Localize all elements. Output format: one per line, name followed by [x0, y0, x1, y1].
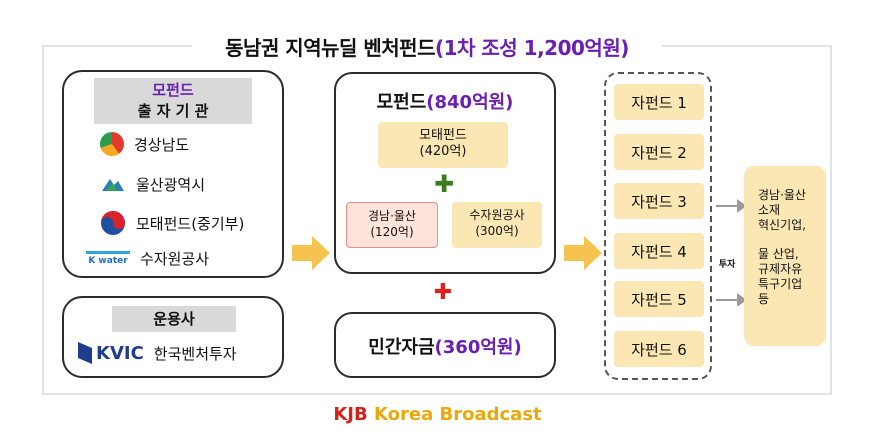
water-contribution-box: 수자원공사 (300억)	[452, 202, 542, 248]
target-line: 규제자유	[758, 262, 803, 276]
sub-fund-box: 자펀드 5	[614, 281, 704, 317]
investors-header-line1: 모펀드	[152, 81, 194, 99]
flow-arrow-icon	[564, 236, 602, 270]
investor-item: K water 수자원공사	[86, 248, 209, 269]
sub-fund-box: 자펀드 4	[614, 233, 704, 269]
target-line: 혁신기업,	[758, 218, 806, 232]
mother-fund-title: 모펀드(840억원)	[376, 92, 514, 113]
title-highlight: (1차 조성 1,200억원)	[434, 36, 629, 60]
investor-label: 수자원공사	[140, 250, 210, 268]
gyeongnam-amount: (120억)	[370, 225, 414, 239]
operator-box: 운용사 KVIC 한국벤처투자	[62, 296, 284, 378]
motae-name: 모태펀드	[419, 128, 467, 143]
footer-rest: Korea Broadcast	[374, 404, 542, 425]
sub-fund-box: 자펀드 6	[614, 331, 704, 367]
investors-header: 모펀드 출 자 기 관	[94, 78, 252, 124]
target-line: 경남·울산	[758, 188, 806, 202]
mother-fund-box: 모펀드(840억원) 모태펀드 (420억) ✚ 경남·울산 (120억) 수자…	[334, 72, 556, 274]
sub-funds-container	[604, 72, 712, 380]
gyeongnam-logo-icon	[100, 132, 124, 156]
title-main: 동남권 지역뉴딜 벤처펀드	[225, 36, 435, 60]
investor-item: 모태펀드(중기부)	[100, 210, 244, 236]
footer-kjb: KJB	[333, 404, 368, 425]
plus-green-icon: ✚	[434, 170, 455, 198]
kwater-logo-icon: K water	[86, 251, 130, 266]
target-line: 소재	[758, 203, 781, 217]
target-line: 물 산업,	[758, 247, 799, 261]
investors-header-line2: 출 자 기 관	[137, 102, 209, 120]
sub-fund-box: 자펀드 3	[614, 183, 704, 219]
motae-fund-box: 모태펀드 (420억)	[378, 122, 508, 168]
invest-arrows-icon	[716, 199, 746, 306]
operator-row: KVIC 한국벤처투자	[78, 342, 237, 364]
target-line: 등	[758, 292, 770, 306]
investor-label: 울산광역시	[136, 175, 206, 194]
motae-amount: (420억)	[419, 144, 467, 159]
private-fund-box: 민간자금(360억원)	[334, 312, 556, 378]
ulsan-logo-icon	[102, 179, 124, 191]
investor-item: 울산광역시	[100, 171, 205, 197]
operator-header: 운용사	[112, 306, 236, 332]
targets-box: 경남·울산 소재 혁신기업, 물 산업, 규제자유 특구기업 등	[744, 166, 826, 346]
broadcaster-logo: KJB Korea Broadcast	[0, 404, 875, 425]
water-name: 수자원공사	[469, 208, 525, 222]
kvic-logo-icon	[78, 342, 92, 364]
investor-label: 경상남도	[134, 135, 190, 154]
private-fund-title: 민간자금(360억원)	[368, 337, 522, 358]
investor-label: 모태펀드(중기부)	[136, 214, 245, 233]
gyeongnam-contribution-box: 경남·울산 (120억)	[346, 202, 438, 248]
taegeuk-logo-icon	[101, 211, 125, 235]
operator-name: 한국벤처투자	[153, 344, 237, 363]
kvic-logo-text: KVIC	[96, 342, 144, 364]
target-line: 특구기업	[758, 277, 803, 291]
investor-item: 경상남도	[100, 132, 189, 156]
flow-arrow-icon	[292, 236, 330, 270]
water-amount: (300억)	[475, 224, 519, 238]
invest-label: 투자	[718, 260, 736, 270]
sub-fund-box: 자펀드 2	[614, 134, 704, 170]
diagram-title: 동남권 지역뉴딜 벤처펀드(1차 조성 1,200억원)	[192, 32, 662, 60]
gyeongnam-name: 경남·울산	[368, 209, 416, 223]
sub-fund-box: 자펀드 1	[614, 84, 704, 120]
investors-box: 모펀드 출 자 기 관 경상남도 울산광역시 모태펀드(중기부) K water…	[62, 70, 284, 278]
plus-red-icon: ✚	[433, 280, 453, 305]
